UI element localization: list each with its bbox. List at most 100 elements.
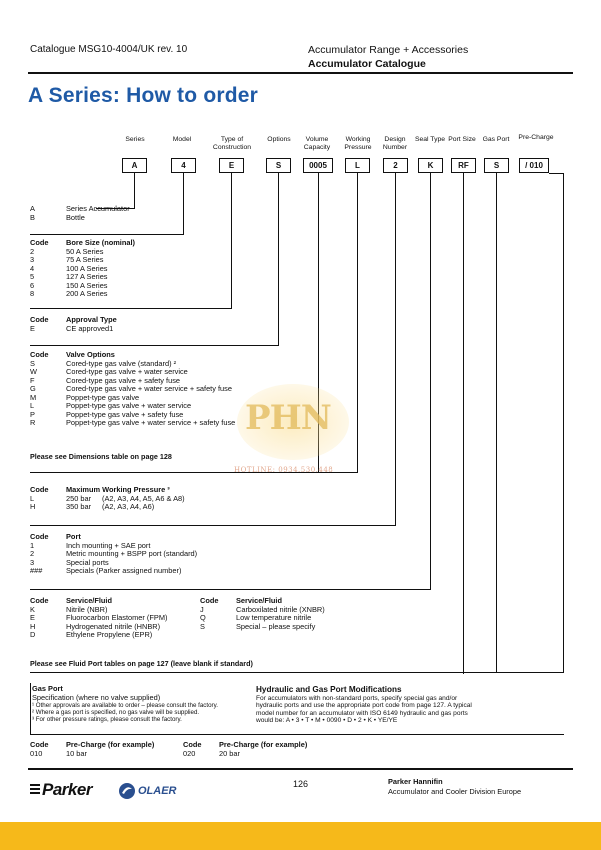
parker-stripes-icon [30,784,40,796]
col-label-volume: Volume Capacity [303,136,331,151]
col-label-construction: Type of Construction [212,136,252,151]
watermark-hotline: HOTLINE: 0934.530.448 [234,466,334,474]
col-label-options: Options [267,136,291,143]
olaer-swirl-icon [119,783,135,799]
modifications-line: model number for an accumulator with ISO… [256,709,468,717]
connector-series [134,173,135,209]
code-box-design: 2 [383,158,408,173]
range-title: Accumulator Range + Accessories [308,44,469,56]
precharge-section: Code Pre-Charge (for example) Code Pre-C… [30,740,308,758]
connector-options [278,173,279,346]
connector-seal [430,173,431,590]
code-box-volume: 0005 [303,158,333,173]
connector-gas-port [496,173,497,673]
col-label-pressure: Working Pressure [344,136,372,151]
connector-design-h [30,525,396,526]
fluid-port-note: Please see Fluid Port tables on page 127… [30,659,253,668]
connector-fluid-h [30,672,564,673]
catalogue-number: Catalogue MSG10-4004/UK rev. 10 [30,44,188,55]
code-box-pressure: L [345,158,370,173]
modifications-title: Hydraulic and Gas Port Modifications [256,685,402,694]
footer-company: Parker Hannifin Accumulator and Cooler D… [388,777,522,796]
connector-port-size [463,173,464,674]
modifications-line: For accumulators with non-standard ports… [256,695,458,702]
list-item: 010 10 bar 020 20 bar [30,748,240,758]
code-box-port-size: RF [451,158,476,173]
page-number: 126 [293,779,309,789]
gas-port-spec: Specification (where no valve supplied) [32,692,161,702]
header-rule [28,72,573,74]
dimensions-note: Please see Dimensions table on page 128 [30,452,172,461]
code-box-precharge: / 010 [519,158,549,173]
modifications-block: Hydraulic and Gas Port Modifications For… [256,685,566,725]
footer-color-bar [0,822,601,850]
connector-volume [318,173,319,473]
code-box-gas-port: S [484,158,509,173]
footnote-1: ¹ Other approvals are available to order… [32,702,218,710]
watermark-logo: PHN [245,398,332,438]
connector-options-h [30,345,279,346]
connector-precharge-right [563,173,564,673]
col-label-seal: Seal Type [414,136,446,143]
page-title: A Series: How to order [28,84,258,107]
connector-model [183,173,184,235]
watermark-glow [237,384,349,460]
col-label-gas-port: Gas Port [482,136,510,143]
parker-logo: Parker [30,780,92,800]
connector-pressure-h [30,472,358,473]
gasport-left-line [30,683,31,734]
gas-port-title: Gas Port [32,684,63,693]
modifications-line: hydraulic ports and use the appropriate … [256,702,472,710]
precharge-heading: Code Pre-Charge (for example) Code Pre-C… [30,740,308,749]
code-box-options: S [266,158,291,173]
connector-series-h [96,208,135,209]
header-right: Accumulator Range + Accessories Accumula… [308,43,468,71]
connector-construction [231,173,232,309]
gasport-bottom-rule [30,734,564,735]
code-box-construction: E [219,158,244,173]
connector-pressure [357,173,358,473]
code-box-model: 4 [171,158,196,173]
code-box-seal: K [418,158,443,173]
col-label-port-size: Port Size [448,136,476,143]
footnote-3: ³ For other pressure ratings, please con… [32,716,182,724]
col-label-model: Model [172,136,192,143]
connector-construction-h [30,308,232,309]
connector-design [395,173,396,526]
code-box-series: A [122,158,147,173]
connector-seal-h [30,589,431,590]
